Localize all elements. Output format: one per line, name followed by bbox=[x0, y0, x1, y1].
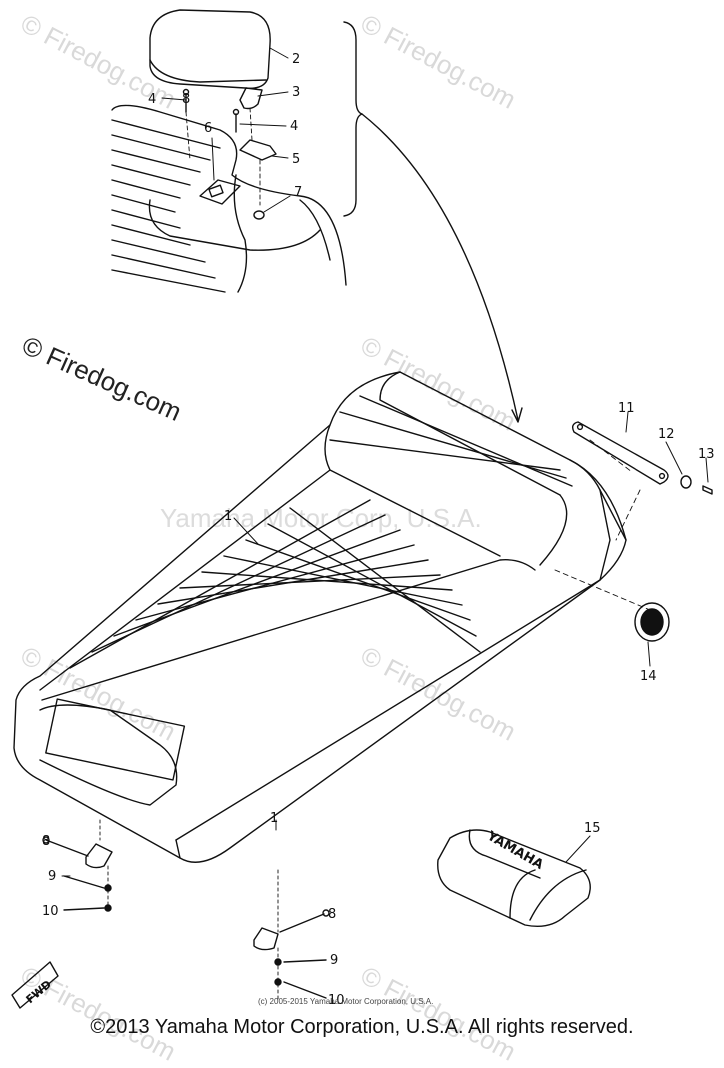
clip-part bbox=[239, 139, 277, 161]
callout-11: 11 bbox=[618, 401, 635, 416]
footer-copyright: ©2013 Yamaha Motor Corporation, U.S.A. A… bbox=[90, 1016, 634, 1038]
callout-4: 4 bbox=[148, 92, 156, 107]
emblem-part bbox=[634, 602, 670, 642]
inset-seat bbox=[111, 104, 347, 286]
callout-10: 10 bbox=[42, 904, 59, 919]
callout-2: 2 bbox=[292, 52, 300, 67]
lower-bracket-center bbox=[253, 869, 330, 1001]
callout-9: 9 bbox=[48, 869, 56, 884]
callout-8: 8 bbox=[328, 907, 336, 922]
assembly-leader bbox=[361, 113, 519, 421]
callout-9: 9 bbox=[330, 953, 338, 968]
small-copyright: (c) 2005-2015 Yamaha Motor Corporation, … bbox=[258, 997, 434, 1006]
lower-bracket-left bbox=[42, 819, 113, 912]
callout-13: 13 bbox=[698, 447, 715, 462]
callout-10: 10 bbox=[328, 993, 345, 1008]
callout-3: 3 bbox=[292, 85, 300, 100]
callout-1: 1 bbox=[270, 811, 278, 826]
callout-15: 15 bbox=[584, 821, 601, 836]
callout-12: 12 bbox=[658, 427, 675, 442]
callout-14: 14 bbox=[640, 669, 657, 684]
main-seat bbox=[13, 371, 651, 863]
callout-5: 5 bbox=[292, 152, 300, 167]
washer-part bbox=[680, 475, 692, 489]
bracket-part bbox=[199, 179, 241, 205]
callout-8: 8 bbox=[182, 92, 190, 107]
bracket-brace bbox=[343, 21, 363, 217]
callout-6: 6 bbox=[204, 121, 212, 136]
fwd-badge bbox=[11, 961, 59, 1009]
callout-8: 8 bbox=[42, 834, 50, 849]
callout-1: 1 bbox=[224, 509, 232, 524]
pad-part bbox=[149, 9, 271, 89]
callout-7: 7 bbox=[294, 185, 302, 200]
rear-bar-part bbox=[571, 421, 669, 485]
clip-part bbox=[239, 87, 263, 110]
callout-4: 4 bbox=[290, 119, 298, 134]
leader-lines bbox=[61, 47, 709, 877]
tool-bag-part bbox=[437, 829, 591, 928]
inset-detail bbox=[111, 9, 523, 423]
bolt-part bbox=[702, 485, 713, 495]
